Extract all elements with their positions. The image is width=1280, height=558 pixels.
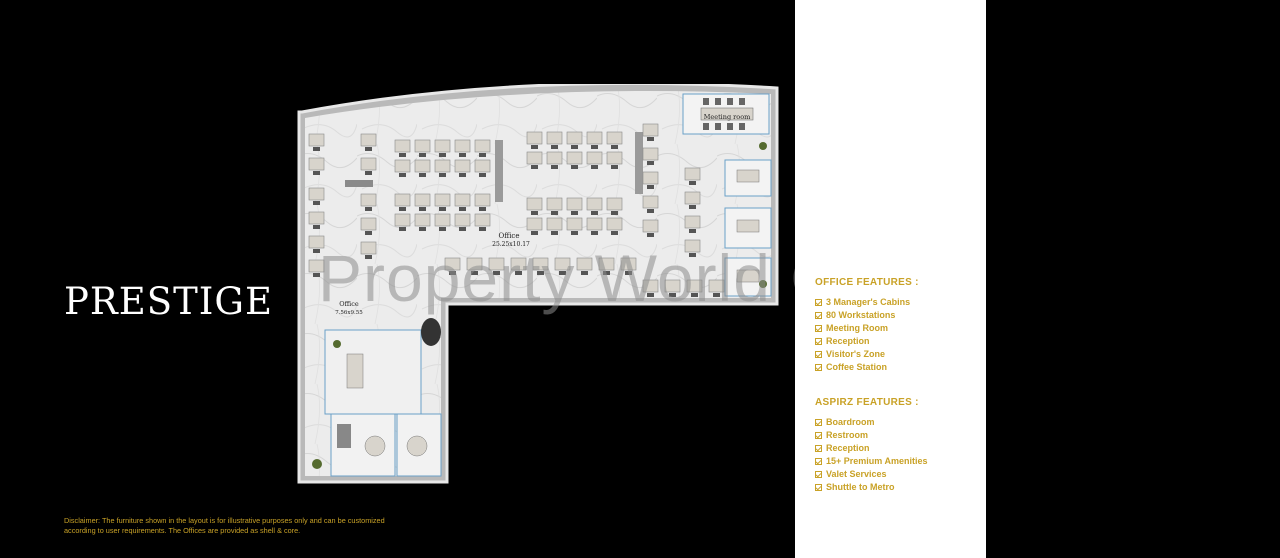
main-office-label: Office [498, 232, 519, 240]
features-list: OFFICE FEATURES : 3 Manager's Cabins 80 … [815, 277, 985, 494]
checkbox-icon [815, 432, 822, 439]
project-title: PRESTIGE [64, 280, 273, 323]
meeting-room-label: Meeting room [704, 113, 751, 121]
small-office-size: 7.56x9.55 [335, 310, 363, 316]
floor-plan: Office 25.25x10.17 Office 7.56x9.55 Meet… [297, 84, 779, 484]
checkbox-icon [815, 419, 822, 426]
office-feature-item: 80 Workstations [815, 309, 985, 322]
small-office-label: Office [339, 300, 359, 308]
disclaimer-text: Disclaimer: The furniture shown in the l… [64, 516, 385, 535]
checkbox-icon [815, 458, 822, 465]
checkbox-icon [815, 445, 822, 452]
office-features-list: 3 Manager's Cabins 80 Workstations Meeti… [815, 296, 985, 374]
aspirz-features-heading: ASPIRZ FEATURES : [815, 397, 919, 408]
checkbox-icon [815, 471, 822, 478]
features-panel [795, 0, 986, 558]
aspirz-features-list: Boardroom Restroom Reception 15+ Premium… [815, 416, 985, 494]
aspirz-feature-item: Reception [815, 442, 985, 455]
right-black-band [986, 0, 1280, 558]
checkbox-icon [815, 312, 822, 319]
office-features-heading: OFFICE FEATURES : [815, 277, 919, 288]
office-feature-item: Reception [815, 335, 985, 348]
aspirz-feature-item: Boardroom [815, 416, 985, 429]
checkbox-icon [815, 484, 822, 491]
office-feature-item: Meeting Room [815, 322, 985, 335]
checkbox-icon [815, 299, 822, 306]
main-office-size: 25.25x10.17 [492, 241, 530, 248]
aspirz-feature-item: Shuttle to Metro [815, 481, 985, 494]
aspirz-feature-item: Valet Services [815, 468, 985, 481]
checkbox-icon [815, 338, 822, 345]
aspirz-feature-item: 15+ Premium Amenities [815, 455, 985, 468]
checkbox-icon [815, 364, 822, 371]
office-feature-item: Visitor's Zone [815, 348, 985, 361]
checkbox-icon [815, 351, 822, 358]
office-feature-item: Coffee Station [815, 361, 985, 374]
office-feature-item: 3 Manager's Cabins [815, 296, 985, 309]
checkbox-icon [815, 325, 822, 332]
aspirz-feature-item: Restroom [815, 429, 985, 442]
